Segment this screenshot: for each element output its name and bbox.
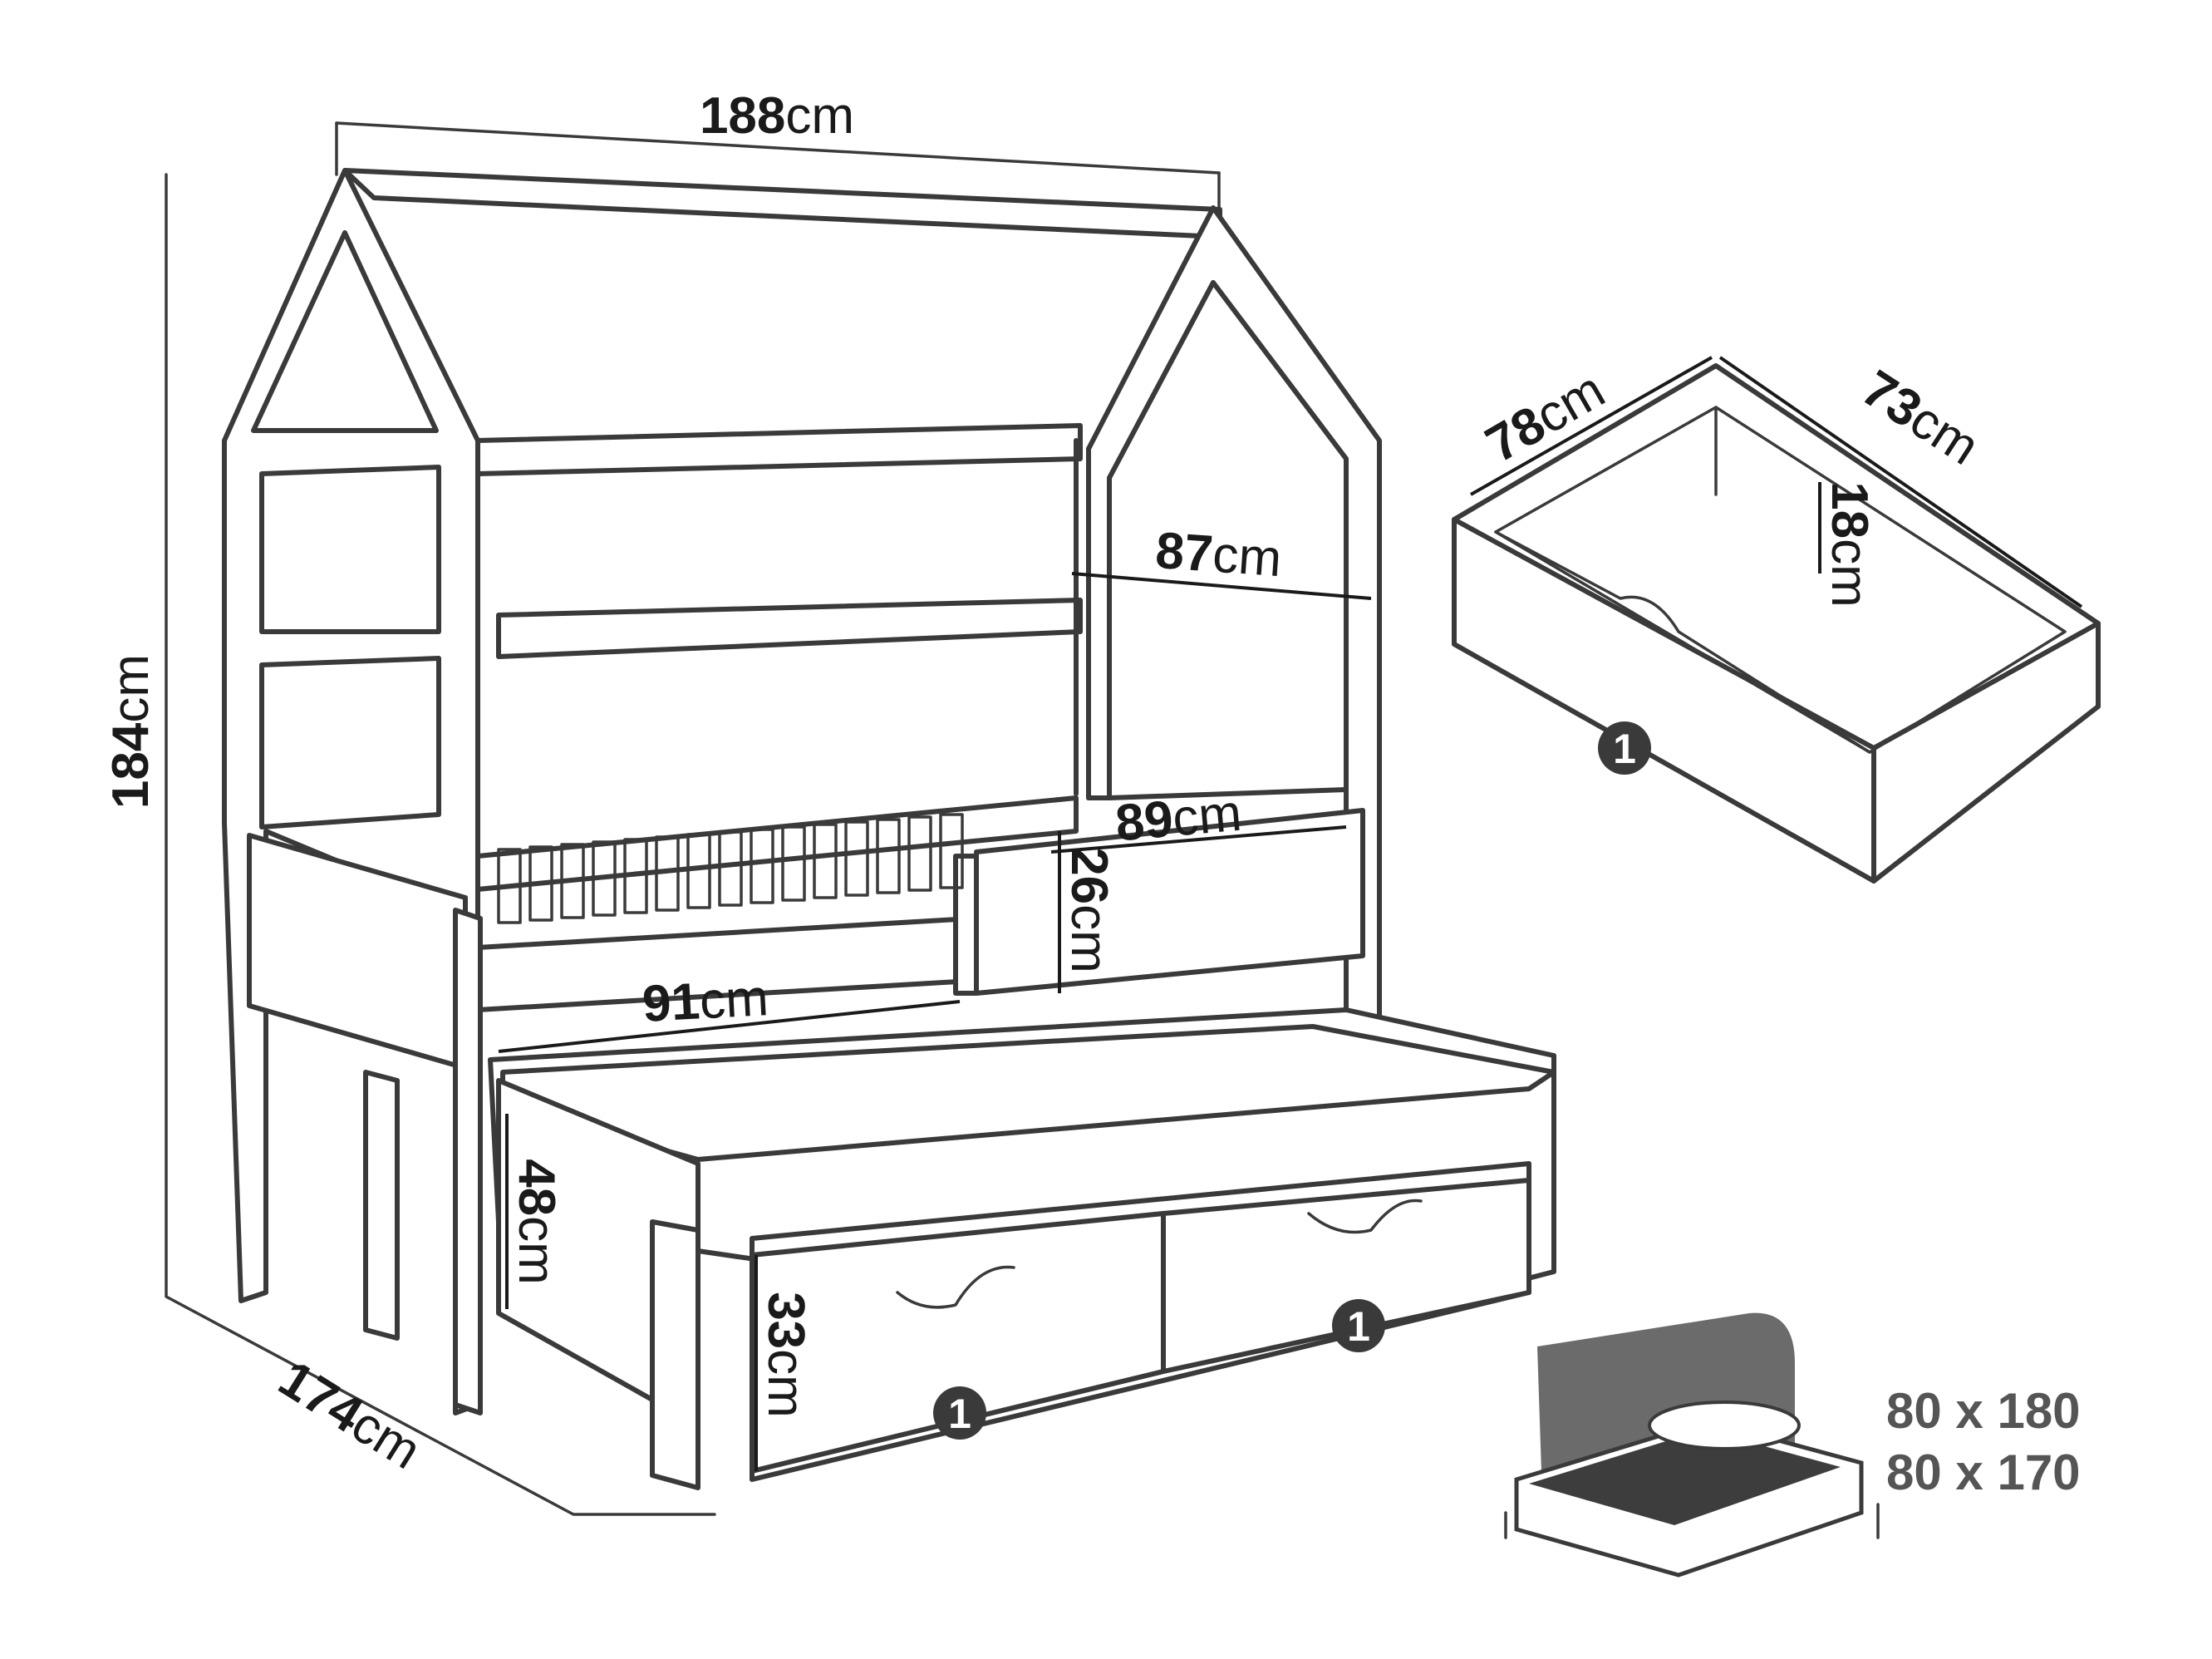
slats [497,813,964,924]
label-width: 188cm [700,87,854,145]
label-rail-width: 89cm [1113,785,1244,853]
dimension-lines [498,572,1372,1471]
mattress-icon [1504,1312,1880,1578]
slat [528,845,553,922]
slat [781,825,806,902]
slat [718,830,743,907]
house-frame [222,168,1382,1415]
svg-text:1: 1 [948,1391,971,1437]
drawer-illustration [1452,356,2101,884]
slat [686,833,711,909]
slat [750,828,774,904]
mattress-size: 80 x 180 [1886,1383,2081,1439]
slat [655,835,680,912]
label-rail-length: 91cm [641,969,769,1033]
slat [497,848,522,924]
label-drawer-height: 18cm [1821,481,1878,608]
slat [813,823,838,899]
pillow [1648,1401,1801,1450]
slat [939,813,964,889]
guide-lines [165,121,1221,1516]
badge: 1 [1598,721,1651,775]
label-depth: 174cm [269,1350,430,1480]
badge: 1 [933,1386,986,1440]
slat [844,820,869,897]
slat [560,843,585,919]
label-trundle-height: 33cm [757,1292,814,1418]
svg-text:1: 1 [1613,726,1636,772]
slat [907,815,932,892]
label-drawer-depth: 73cm [1852,360,1989,476]
mattress-top [1529,1430,1841,1525]
label-inner-height: 87cm [1153,522,1283,588]
label-height: 184cm [102,654,160,809]
badge: 1 [1332,1299,1385,1352]
label-rail-height: 26cm [1060,847,1118,973]
slat [592,840,617,917]
slat [876,818,901,894]
label-bed-height: 48cm [508,1159,565,1285]
mattress-size: 80 x 170 [1886,1445,2081,1500]
svg-text:1: 1 [1347,1303,1370,1350]
slat [623,838,648,914]
